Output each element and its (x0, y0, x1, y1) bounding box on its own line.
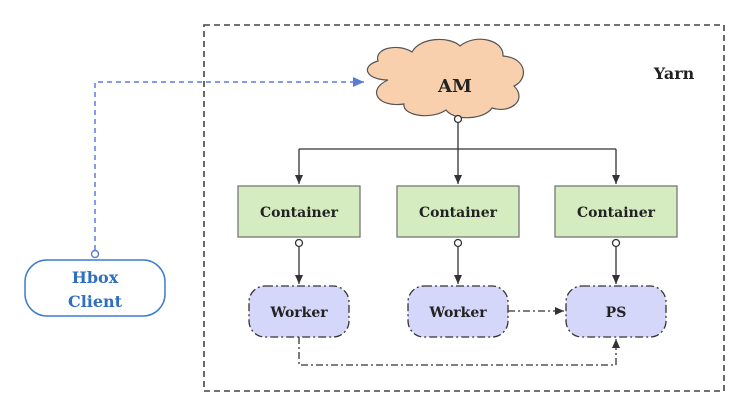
yarn-cluster-boundary (203, 24, 725, 392)
yarn-label: Yarn (653, 64, 695, 83)
ps-node: PS (565, 285, 667, 338)
worker-box-1 (248, 285, 350, 338)
container-node-3: Container (554, 185, 678, 238)
worker-label-1: Worker (269, 305, 328, 321)
container-3-port (611, 238, 621, 248)
container-box-1 (237, 185, 361, 238)
container-node-1: Container (237, 185, 361, 238)
container-box-3 (554, 185, 678, 238)
worker-ps-links (298, 307, 620, 366)
container-1-port (294, 238, 304, 248)
worker-node-2: Worker (407, 285, 509, 338)
container-label-2: Container (419, 205, 498, 221)
container-node-2: Container (396, 185, 520, 238)
client-connector-port (90, 249, 100, 259)
ps-label: PS (606, 305, 627, 321)
hbox-client-label-line2: Client (68, 292, 123, 311)
container-label-1: Container (260, 205, 339, 221)
am-to-containers-connectors (295, 123, 620, 184)
client-to-am-arrow (94, 77, 364, 250)
am-cloud-shape (366, 38, 524, 119)
hbox-client-node: Hbox Client (24, 259, 166, 317)
worker-label-2: Worker (428, 305, 487, 321)
hbox-client-label-line1: Hbox (72, 268, 119, 287)
container-label-3: Container (577, 205, 656, 221)
am-connector-port (453, 114, 463, 124)
container-to-task-connectors (295, 247, 620, 284)
am-node: AM (366, 38, 524, 119)
container-2-port (453, 238, 463, 248)
worker-1-to-ps-arrow (298, 337, 620, 366)
container-box-2 (396, 185, 520, 238)
ps-box (565, 285, 667, 338)
hbox-client-box (24, 259, 166, 317)
am-label: AM (437, 76, 472, 97)
worker-node-1: Worker (248, 285, 350, 338)
